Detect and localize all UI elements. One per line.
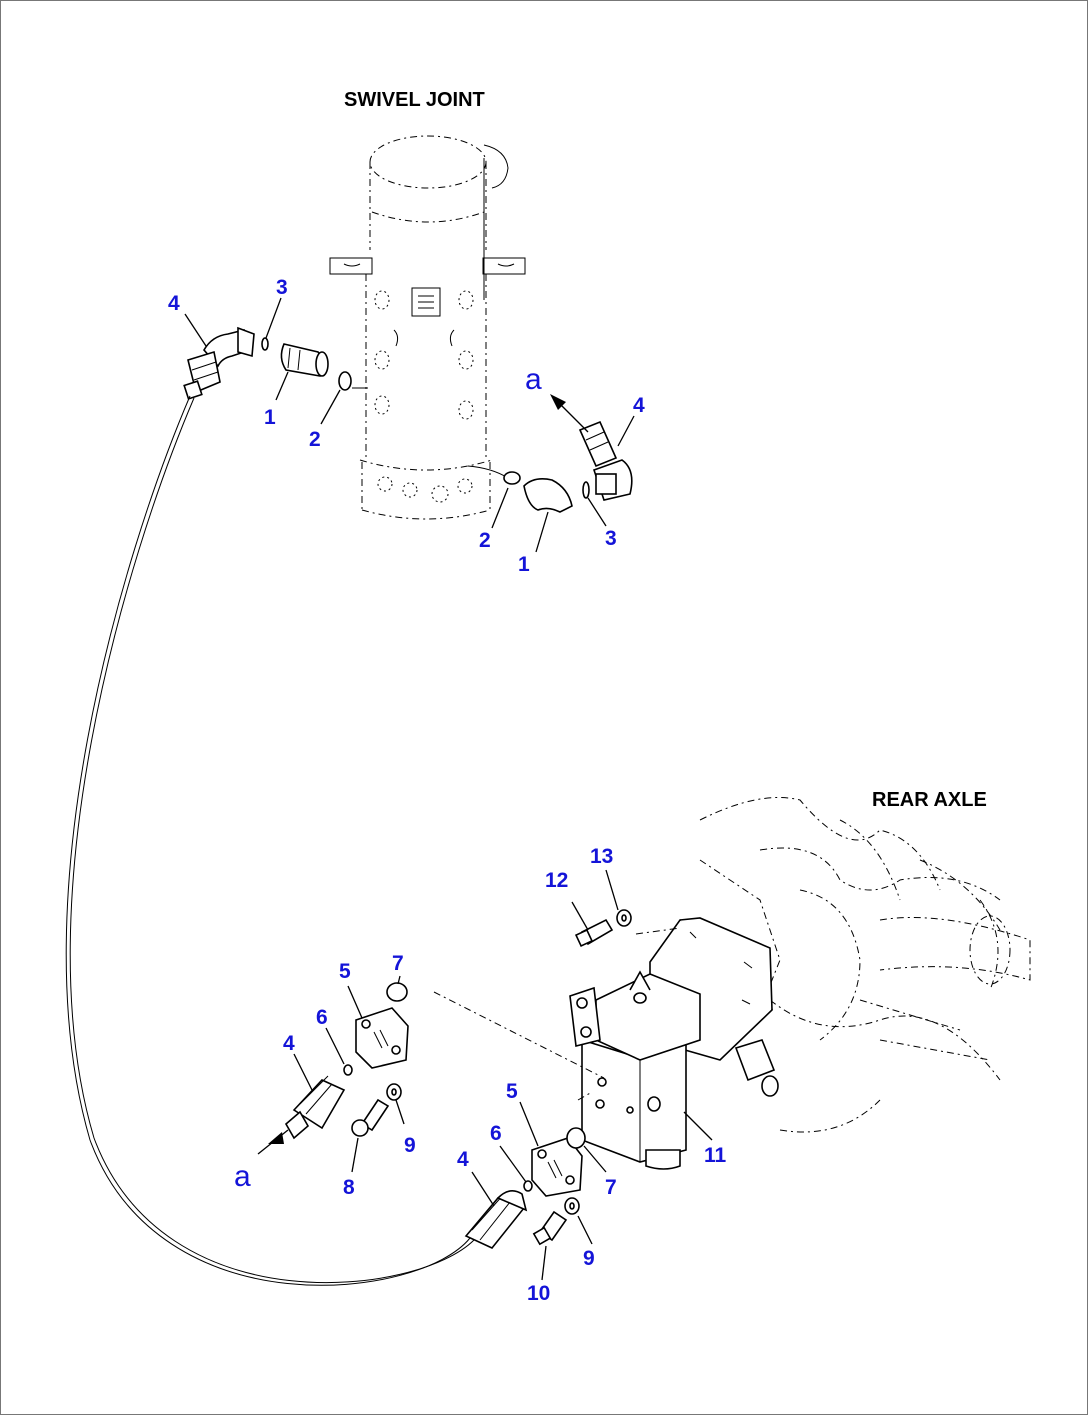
callout-1: 1: [518, 553, 530, 576]
rear-axle-heading: REAR AXLE: [872, 789, 987, 811]
rear-axle-assembly: [433, 797, 1031, 1170]
callout-9: 9: [404, 1134, 416, 1157]
callout-5: 5: [339, 960, 351, 983]
callout-11: 11: [704, 1144, 727, 1167]
callout-3: 3: [605, 527, 617, 550]
callout-8: 8: [343, 1176, 355, 1199]
callout-1: 1: [264, 406, 276, 429]
swivel-right-fittings: [491, 394, 635, 553]
callout-4: 4: [168, 292, 180, 315]
callout-3: 3: [276, 276, 288, 299]
callout-2: 2: [479, 529, 491, 552]
callout-4: 4: [283, 1032, 295, 1055]
hydraulic-hose: [65, 395, 471, 1286]
callout-7: 7: [392, 952, 404, 975]
callout-13: 13: [590, 845, 613, 868]
callout-9: 9: [583, 1247, 595, 1270]
callout-4: 4: [457, 1148, 469, 1171]
lower-flange-group: [464, 1101, 713, 1281]
callout-a: a: [234, 1160, 251, 1193]
callout-7: 7: [605, 1176, 617, 1199]
callout-6: 6: [316, 1006, 328, 1029]
callout-12: 12: [545, 869, 568, 892]
callout-6: 6: [490, 1122, 502, 1145]
upper-flange-group: [257, 975, 409, 1173]
swivel-joint-heading: SWIVEL JOINT: [344, 89, 485, 111]
callout-a: a: [525, 363, 542, 396]
callout-5: 5: [506, 1080, 518, 1103]
callout-4: 4: [633, 394, 645, 417]
callout-2: 2: [309, 428, 321, 451]
rear-axle-bolt-12-13: [571, 869, 632, 948]
swivel-left-fittings: [183, 297, 352, 425]
callout-10: 10: [527, 1282, 550, 1305]
swivel-joint-body: [329, 135, 526, 520]
